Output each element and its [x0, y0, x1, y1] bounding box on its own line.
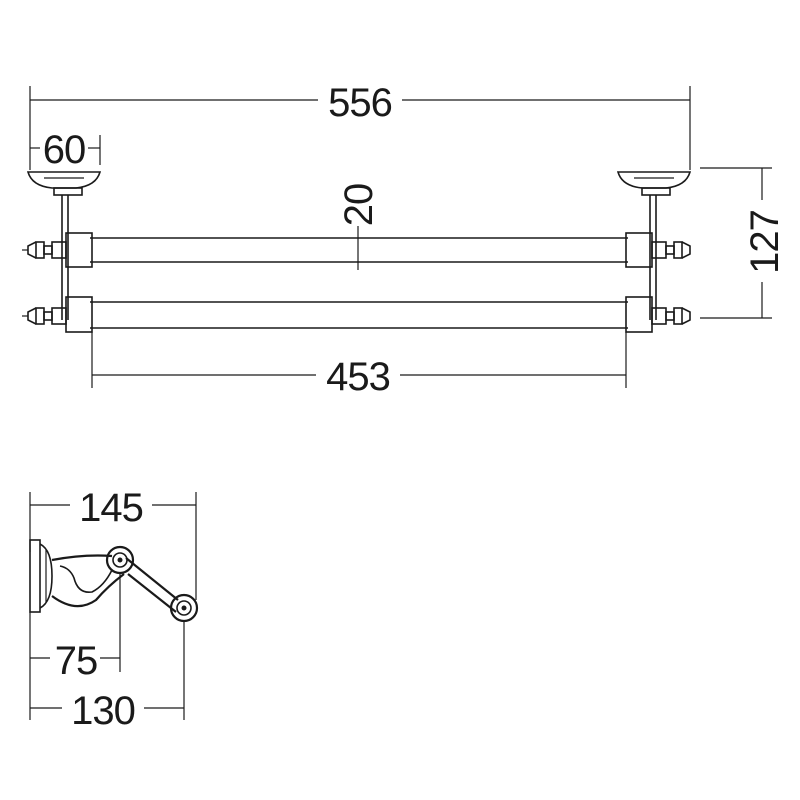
front-view: 556 60	[22, 81, 787, 399]
rail-length-label: 453	[326, 355, 390, 399]
dimension-rail-length: 453	[91, 332, 627, 399]
overall-length-label: 556	[328, 81, 392, 125]
side-view: 145	[29, 486, 199, 733]
rail-diameter-label: 20	[337, 184, 381, 227]
side-total-label: 145	[79, 486, 143, 530]
side-upper-rail-end	[105, 545, 135, 575]
upper-rail	[65, 232, 653, 268]
dimension-side-upper: 75	[29, 574, 121, 720]
right-finial-lower	[651, 307, 691, 325]
side-lower-label: 130	[71, 689, 135, 733]
dimension-side-lower: 130	[30, 622, 185, 733]
side-curved-arm	[51, 554, 179, 613]
bracket-plate-label: 60	[43, 128, 86, 172]
left-wall-rosette	[26, 171, 102, 196]
right-wall-rosette	[616, 171, 692, 196]
left-finial-lower	[22, 307, 67, 325]
rail-spacing-label: 127	[743, 210, 787, 274]
dimension-bracket-plate: 60	[30, 128, 101, 172]
dimension-rail-spacing: 127	[700, 167, 787, 319]
dimension-overall-length: 556	[29, 81, 691, 170]
side-lower-rail-end	[169, 593, 199, 623]
right-finial-upper	[651, 241, 691, 259]
side-upper-label: 75	[55, 639, 98, 683]
lower-rail	[65, 296, 653, 333]
side-wall-plate	[29, 539, 53, 613]
dimension-rail-diameter: 20	[337, 184, 381, 270]
left-finial-upper	[22, 241, 67, 259]
